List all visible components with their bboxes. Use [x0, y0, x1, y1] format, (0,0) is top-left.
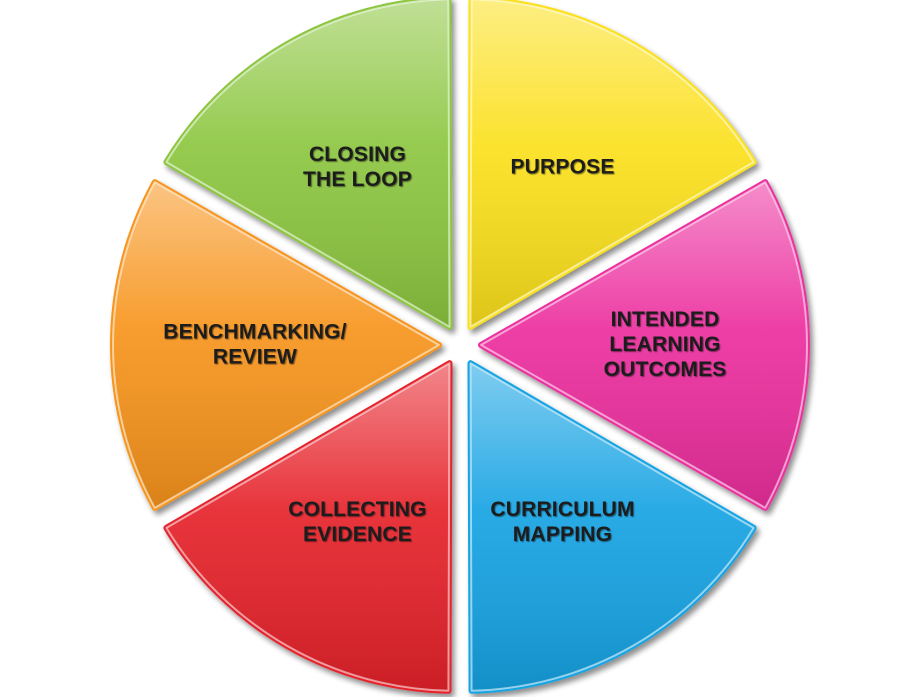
segment-benchmarking-review	[110, 179, 442, 511]
segment-intended-learning-outcomes	[478, 179, 810, 511]
segment-label-purpose: PURPOSE	[510, 155, 614, 178]
segment-collecting-evidence	[163, 360, 453, 694]
segment-label-line: CLOSING	[309, 142, 406, 165]
segment-bevel-highlight	[112, 181, 440, 509]
segment-label-line: REVIEW	[213, 345, 297, 368]
segment-bevel-highlight	[480, 181, 808, 509]
segment-label-line: CURRICULUM	[490, 498, 634, 521]
segment-bevel-highlight	[165, 362, 451, 692]
segment-bevel-highlight	[165, 0, 451, 328]
segment-closing-the-loop	[163, 0, 453, 330]
segment-label-line: EVIDENCE	[303, 523, 412, 546]
segment-label-benchmarking-review: BENCHMARKING/REVIEW	[163, 320, 346, 368]
segment-label-line: LEARNING	[609, 333, 720, 356]
segment-label-line: COLLECTING	[288, 498, 427, 521]
segment-label-line: BENCHMARKING/	[163, 320, 346, 343]
segment-label-line: OUTCOMES	[604, 358, 727, 381]
segment-label-line: INTENDED	[611, 308, 720, 331]
segment-bevel-highlight	[469, 362, 755, 692]
segment-label-line: MAPPING	[513, 523, 612, 546]
segment-label-line: PURPOSE	[510, 155, 614, 178]
segment-bevel-highlight	[469, 0, 755, 328]
segment-label-line: THE LOOP	[303, 167, 412, 190]
segment-purpose	[467, 0, 757, 330]
segment-curriculum-mapping	[467, 360, 757, 694]
